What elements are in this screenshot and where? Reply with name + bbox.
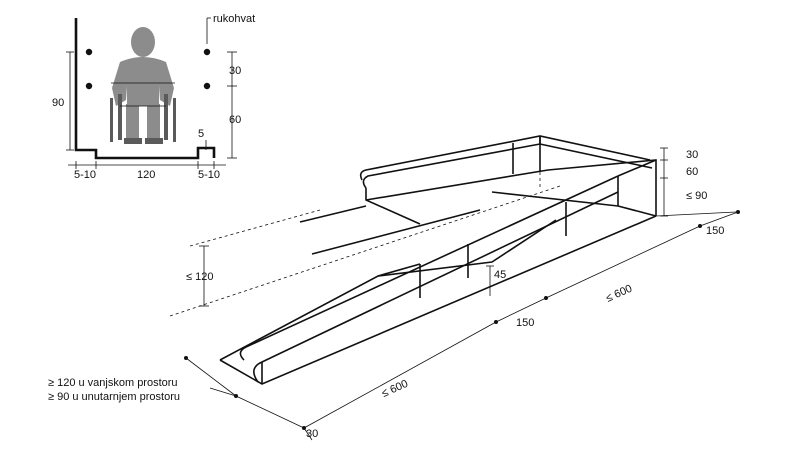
wheelchair-user-icon xyxy=(110,27,176,144)
note-indoor: ≥ 90 u unutarnjem prostoru xyxy=(48,391,180,403)
lower-handrail-top xyxy=(239,175,619,361)
dim-30-right: 30 xyxy=(686,149,698,161)
dim-le-600-upper: ≤ 600 xyxy=(604,283,634,305)
note-outdoor: ≥ 120 u vanjskom prostoru xyxy=(48,377,178,389)
dim-le-120: ≤ 120 xyxy=(186,271,213,283)
dim-5-10-right: 5-10 xyxy=(198,169,220,181)
upper-handrail-low xyxy=(362,143,541,189)
handrail-dot xyxy=(85,48,93,56)
ramp-perspective: ≤ 120 45 30 60 ≤ 90 150 ≤ 600 150 ≤ 600 xyxy=(169,135,740,441)
dim-60-right: 60 xyxy=(686,166,698,178)
dim-150-far: 150 xyxy=(706,225,724,237)
dim-le-600-lower: ≤ 600 xyxy=(380,378,410,400)
landing-back xyxy=(547,159,657,216)
dim-le-90: ≤ 90 xyxy=(686,190,707,202)
dim-60-inset: 60 xyxy=(229,114,241,126)
dim-5-10-left: 5-10 xyxy=(74,169,96,181)
handrail-dot xyxy=(203,82,211,90)
handrail-dot xyxy=(203,48,211,56)
dim-30-bottom: 30 xyxy=(306,428,318,440)
handrail-dot xyxy=(85,82,93,90)
dim-45: 45 xyxy=(494,269,506,281)
dim-90-inset: 90 xyxy=(52,97,64,109)
dim-30-inset: 30 xyxy=(229,65,241,77)
upper-handrail-top xyxy=(359,135,651,181)
handrail-label: rukohvat xyxy=(213,13,255,25)
dim-120-inset: 120 xyxy=(137,169,155,181)
dim-150-mid: 150 xyxy=(516,317,534,329)
dim-5-inset: 5 xyxy=(198,128,204,140)
inset-wall-profile xyxy=(74,18,216,160)
front-view-inset: rukohvat 90 30 60 5 5-10 120 5-10 xyxy=(52,13,255,181)
